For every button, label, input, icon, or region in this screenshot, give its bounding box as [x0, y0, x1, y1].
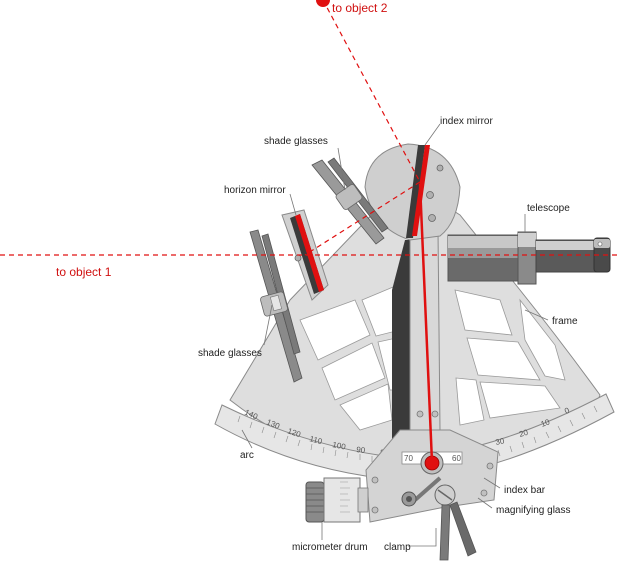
vernier-left-label: 70 — [404, 454, 413, 463]
telescope — [447, 231, 611, 285]
label-telescope: telescope — [527, 203, 570, 214]
frame-opening — [454, 289, 513, 336]
label-frame: frame — [552, 316, 578, 327]
frame-opening — [299, 299, 371, 361]
frame-opening — [466, 337, 541, 381]
label-index-bar: index bar — [504, 485, 546, 496]
index-bar: 70 60 — [365, 229, 499, 523]
label-clamp: clamp — [384, 542, 411, 553]
light-rays — [0, 0, 620, 463]
arc-scale-label: 20 — [518, 428, 530, 439]
clamp — [434, 484, 477, 561]
label-to-object-1: to object 1 — [56, 265, 112, 279]
arc-scale-label: 120 — [286, 426, 302, 439]
arc: 140 130 120 110 100 90 80 30 20 10 0 — [214, 393, 615, 481]
labels: to object 2 to object 1 index mirror sha… — [56, 1, 578, 553]
label-arc: arc — [240, 450, 254, 461]
leader-lines — [241, 123, 549, 547]
arc-scale-label: 100 — [332, 440, 347, 451]
index-arm-line — [418, 183, 434, 463]
vernier-right-label: 60 — [452, 454, 461, 463]
pivot-ring — [420, 451, 444, 475]
label-shade-glasses-left: shade glasses — [198, 348, 262, 359]
frame-opening — [321, 342, 386, 401]
label-micrometer-drum: micrometer drum — [292, 542, 368, 553]
index-bar-shadow — [392, 240, 415, 455]
label-shade-glasses-top: shade glasses — [264, 136, 328, 147]
label-horizon-mirror: horizon mirror — [224, 185, 286, 196]
frame-opening — [479, 381, 561, 419]
magnifying-glass — [401, 476, 442, 507]
label-to-object-2: to object 2 — [332, 1, 388, 15]
micrometer-drum — [305, 477, 369, 523]
frame-opening — [455, 377, 485, 426]
arc-band — [214, 393, 615, 481]
ray-to-object-2 — [322, 0, 421, 183]
arc-ticks — [237, 405, 598, 462]
arc-scale-label: 110 — [308, 434, 323, 446]
frame-opening — [519, 298, 566, 381]
arc-scale-label: 10 — [540, 417, 552, 429]
index-mirror — [364, 143, 461, 241]
ray-index-to-horizon — [304, 181, 421, 256]
arc-scale-label: 0 — [563, 406, 571, 416]
object-2-marker — [316, 0, 330, 7]
arc-scale-label: 30 — [495, 436, 506, 447]
shade-glasses-left — [249, 229, 303, 383]
label-index-mirror: index mirror — [440, 116, 493, 127]
arc-scale-label: 90 — [356, 445, 366, 455]
label-magnifying-glass: magnifying glass — [496, 505, 570, 516]
